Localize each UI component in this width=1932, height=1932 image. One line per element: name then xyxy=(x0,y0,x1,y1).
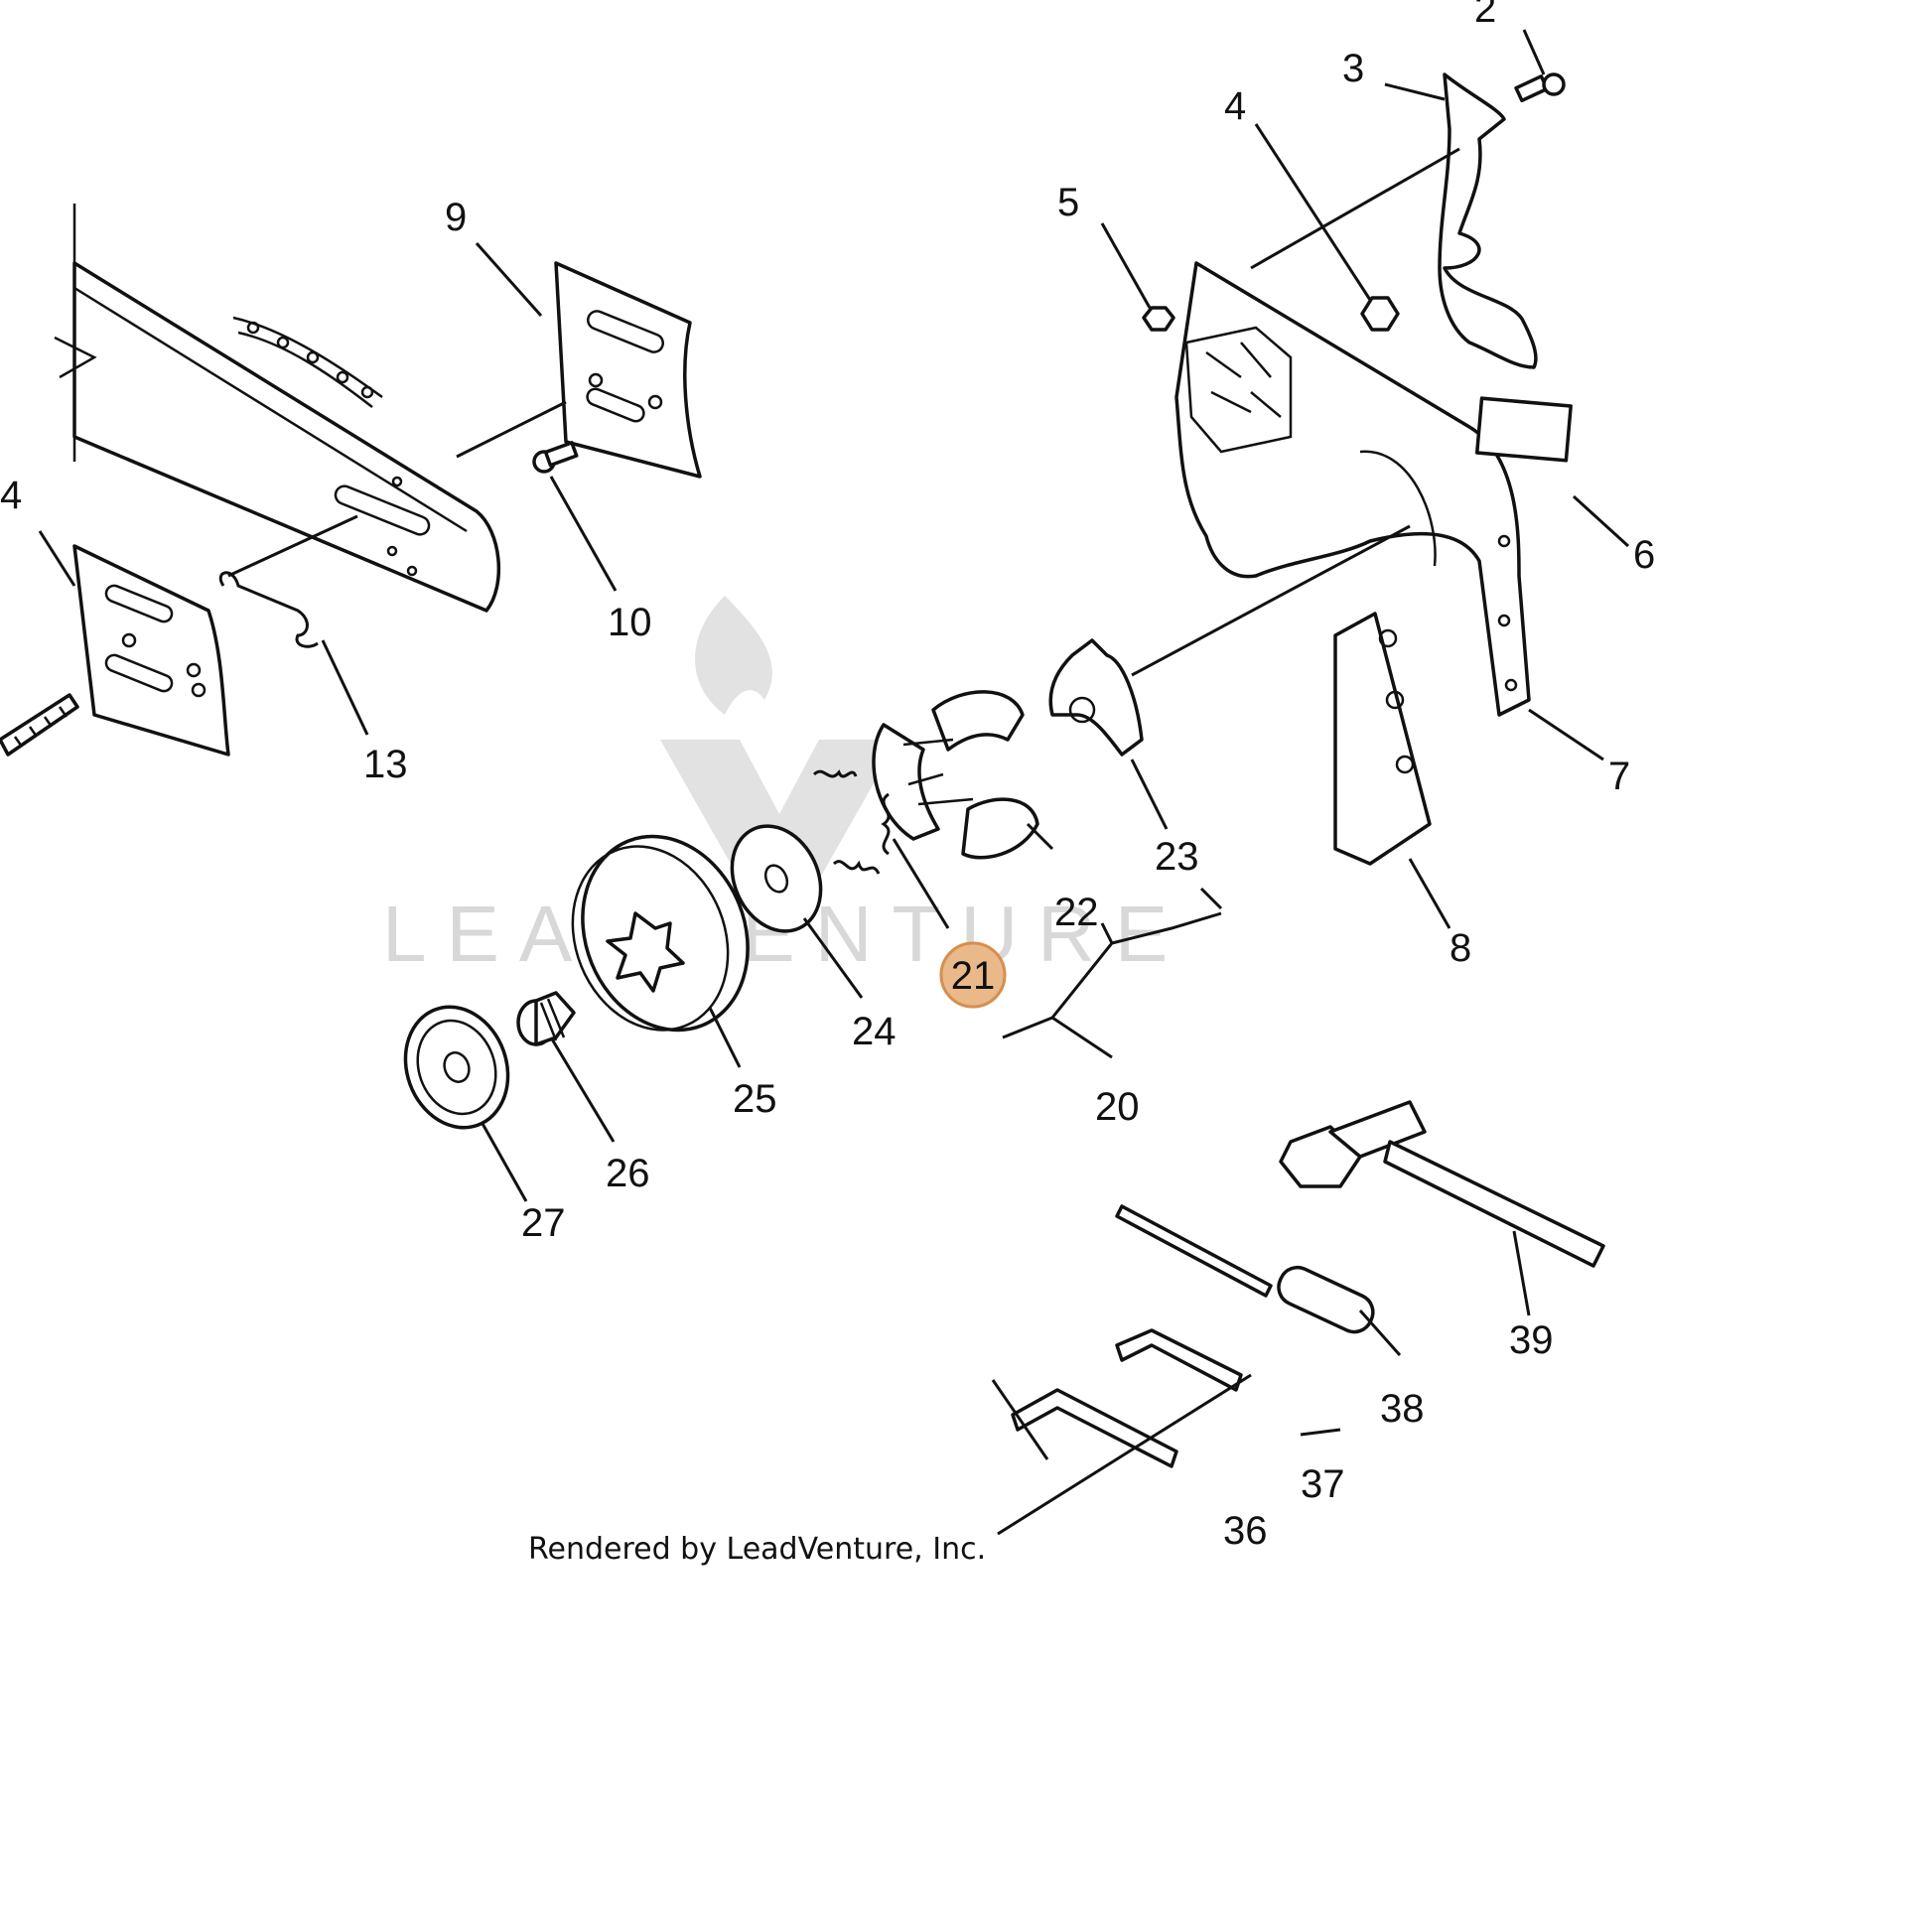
label-part-6[interactable]: 6 xyxy=(1633,533,1655,577)
combination-wrench xyxy=(1279,1100,1605,1268)
label-part-36[interactable]: 36 xyxy=(1223,1509,1268,1553)
clutch-spring-c xyxy=(832,860,881,875)
label-part-13[interactable]: 13 xyxy=(363,743,408,786)
saw-chain xyxy=(232,316,383,408)
label-part-37[interactable]: 37 xyxy=(1301,1462,1345,1506)
guide-plate-inner xyxy=(72,544,230,757)
label-part-21[interactable]: 21 xyxy=(951,954,996,998)
label-part-27[interactable]: 27 xyxy=(521,1201,566,1245)
bolt-10 xyxy=(532,441,579,474)
clutch-spring-b xyxy=(881,792,891,856)
credit-text: Rendered by LeadVenture, Inc. xyxy=(528,1532,986,1567)
adjuster-spring xyxy=(218,571,319,648)
screw-2 xyxy=(1514,72,1566,103)
chain-tensioner-plate xyxy=(1333,612,1432,866)
nut-4 xyxy=(1360,296,1400,332)
label-part-26[interactable]: 26 xyxy=(606,1152,650,1195)
bar-stud xyxy=(0,693,79,757)
label-part-22[interactable]: 22 xyxy=(1054,891,1099,934)
guide-bar xyxy=(54,204,500,613)
leader-lines xyxy=(38,29,1630,1536)
label-part-10[interactable]: 10 xyxy=(608,601,652,644)
label-part-4-left[interactable]: 4 xyxy=(0,474,22,517)
hex-key-small xyxy=(1115,1328,1243,1392)
label-part-2[interactable]: 2 xyxy=(1474,0,1496,31)
label-part-7[interactable]: 7 xyxy=(1608,755,1630,798)
screwdriver xyxy=(1115,1204,1375,1334)
hex-key-large xyxy=(1011,1388,1178,1468)
label-part-25[interactable]: 25 xyxy=(733,1077,777,1121)
clutch-shoes xyxy=(872,690,1039,860)
label-part-20[interactable]: 20 xyxy=(1095,1085,1140,1129)
needle-bearing xyxy=(516,991,576,1046)
drive-washer xyxy=(403,1005,510,1130)
nut-5 xyxy=(1142,306,1175,332)
label-part-8[interactable]: 8 xyxy=(1449,926,1471,970)
clutch-spring-a xyxy=(812,769,858,778)
label-part-4-top[interactable]: 4 xyxy=(1224,84,1246,128)
part-labels: 2 3 4 5 6 7 8 9 10 13 4 20 22 23 24 25 2… xyxy=(0,0,1655,1553)
highlight-badge xyxy=(939,941,1007,1009)
label-part-38[interactable]: 38 xyxy=(1380,1387,1425,1431)
label-part-39[interactable]: 39 xyxy=(1509,1318,1554,1362)
washer xyxy=(730,824,823,933)
label-part-23[interactable]: 23 xyxy=(1155,835,1199,879)
label-part-24[interactable]: 24 xyxy=(852,1010,897,1053)
bumper-spike xyxy=(1438,72,1538,369)
highlight-part-21[interactable]: 21 xyxy=(939,941,1007,1009)
label-part-9[interactable]: 9 xyxy=(445,196,467,239)
guide-plate-outer xyxy=(554,261,702,479)
clutch-hub xyxy=(1048,638,1144,757)
clutch-drum xyxy=(571,834,750,1033)
clutch-cover xyxy=(1174,261,1531,717)
label-part-3[interactable]: 3 xyxy=(1342,47,1364,90)
label-part-5[interactable]: 5 xyxy=(1057,181,1079,224)
label-sticker xyxy=(1474,396,1573,463)
